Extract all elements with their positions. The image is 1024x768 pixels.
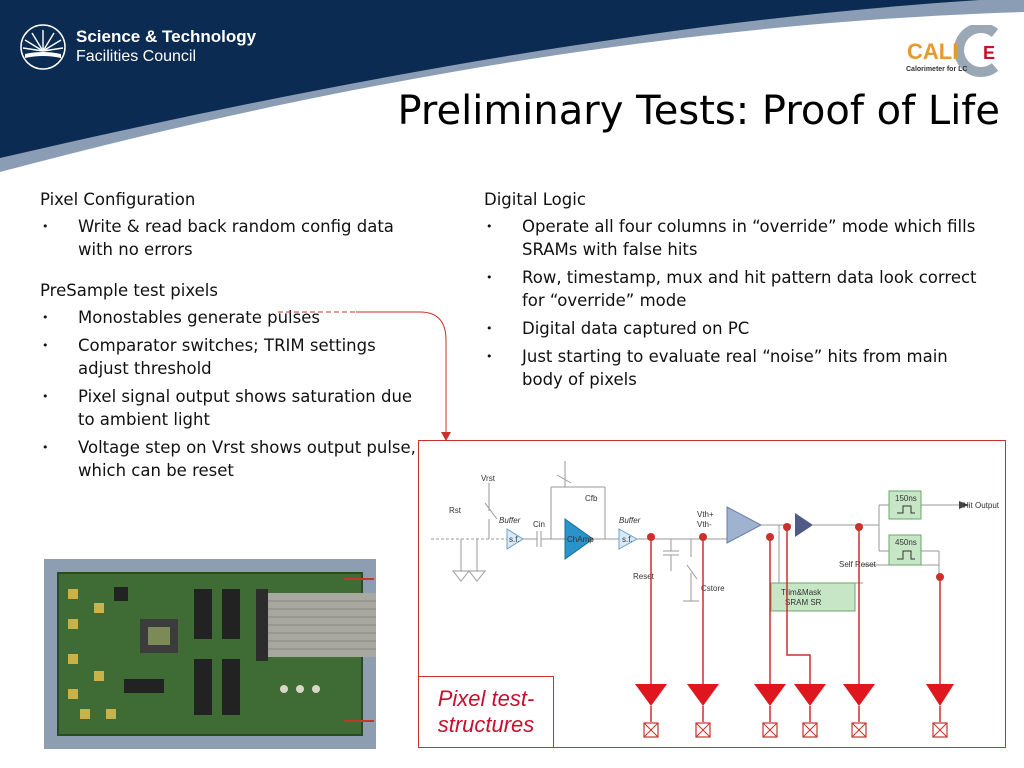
list-item: Row, timestamp, mux and hit pattern data…: [484, 266, 984, 312]
section-heading-presample: PreSample test pixels: [40, 281, 218, 300]
label-self-reset: Self Reset: [839, 560, 877, 569]
list-item: Comparator switches; TRIM settings adjus…: [40, 334, 420, 380]
label-vth-minus: Vth-: [697, 520, 712, 529]
svg-text:E: E: [983, 43, 995, 63]
header-band: [0, 0, 1024, 172]
section-heading-digital-logic: Digital Logic: [484, 190, 586, 209]
label-vrst: Vrst: [481, 474, 496, 483]
calice-logo: CALI E: [907, 25, 999, 77]
label-cin: Cin: [533, 520, 545, 529]
stfc-logo: Science & Technology Facilities Council: [20, 24, 256, 70]
digital-logic-list: Operate all four columns in “override” m…: [484, 215, 984, 391]
label-buffer-1: Buffer: [499, 516, 521, 525]
label-champ: ChAmp: [567, 535, 594, 544]
calice-subtitle: Calorimeter for LC: [906, 66, 968, 73]
pixel-test-structures-callout: Pixel test-structures: [418, 676, 554, 748]
list-item: Voltage step on Vrst shows output pulse,…: [40, 436, 420, 482]
label-sf-2: s.f.: [622, 535, 633, 544]
list-item: Pixel signal output shows saturation due…: [40, 385, 420, 431]
label-vth-plus: Vth+: [697, 510, 714, 519]
pixel-config-list: Write & read back random config data wit…: [40, 215, 420, 261]
label-sf-1: s.f.: [509, 535, 520, 544]
pixel-schematic: Vrst Rst Buffer s.f. Cin Cfb ChAmp Buffe…: [418, 440, 1006, 748]
org-name-line2: Facilities Council: [76, 48, 197, 65]
label-reset: Reset: [633, 572, 655, 581]
label-rst: Rst: [449, 506, 462, 515]
list-item: Monostables generate pulses: [40, 306, 420, 329]
list-item: Write & read back random config data wit…: [40, 215, 420, 261]
label-150ns: 150ns: [895, 494, 917, 503]
section-heading-pixel-config: Pixel Configuration: [40, 190, 196, 209]
label-buffer-2: Buffer: [619, 516, 641, 525]
right-column: Digital Logic Operate all four columns i…: [484, 188, 984, 409]
svg-text:CALI: CALI: [907, 39, 958, 64]
slide-title: Preliminary Tests: Proof of Life: [397, 88, 1000, 134]
callout-line2: structures: [437, 712, 535, 737]
label-hit-output: Hit Output: [963, 501, 1000, 510]
left-column: Pixel Configuration Write & read back ra…: [40, 188, 420, 500]
list-item: Operate all four columns in “override” m…: [484, 215, 984, 261]
org-name-line1: Science & Technology: [76, 27, 257, 46]
circuit-board-photo: [44, 559, 376, 749]
label-450ns: 450ns: [895, 538, 917, 547]
callout-line1: Pixel test-: [437, 686, 535, 711]
label-sram-sr: SRAM SR: [785, 598, 822, 607]
label-cfb: Cfb: [585, 494, 598, 503]
list-item: Just starting to evaluate real “noise” h…: [484, 345, 984, 391]
sunburst-icon: [20, 24, 66, 70]
list-item: Digital data captured on PC: [484, 317, 984, 340]
presample-list: Monostables generate pulses Comparator s…: [40, 306, 420, 482]
label-trim-mask: Trim&Mask: [781, 588, 822, 597]
label-cstore: Cstore: [701, 584, 725, 593]
